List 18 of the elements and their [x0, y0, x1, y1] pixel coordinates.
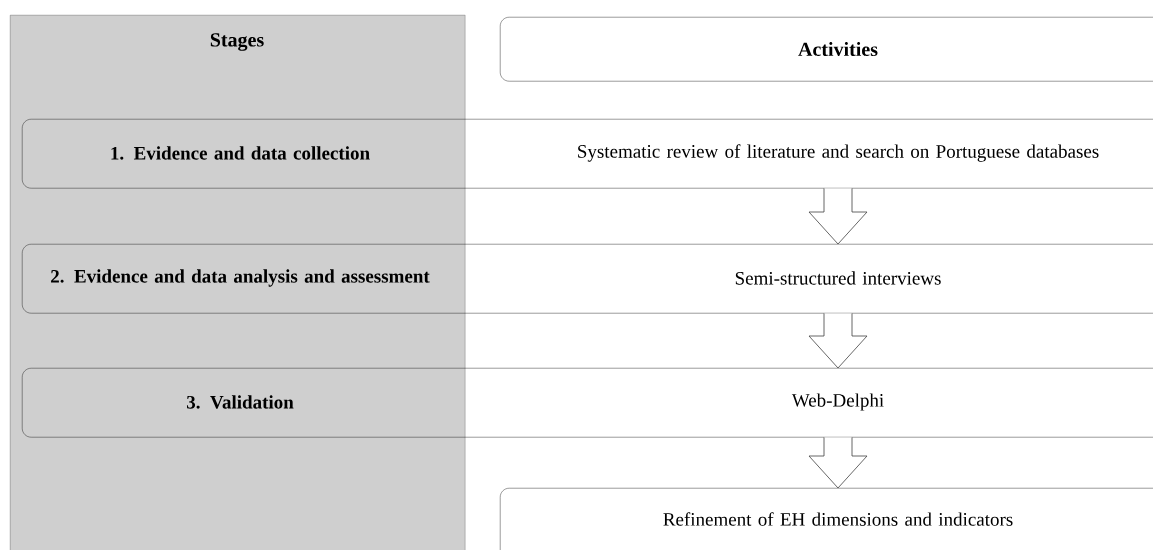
box-text: Activities — [798, 41, 878, 57]
stage-row — [22, 368, 1153, 438]
activity-text: Web-Delphi — [791, 393, 884, 411]
activity-text: Systematic review of literature and search on Portuguese databases — [578, 144, 1099, 162]
block-arrow — [808, 313, 868, 369]
block-arrow — [808, 437, 868, 489]
activity-box — [500, 17, 1153, 82]
column-heading: Stages — [210, 33, 264, 51]
column-panel — [10, 15, 466, 550]
activity-box — [500, 488, 1153, 550]
activity-text: Semi-structured interviews — [735, 271, 941, 285]
stage-row — [22, 244, 1153, 314]
stage-label: 1. Evidence and data collection — [111, 146, 370, 160]
box-text: Refinement of EH dimensions and indicators — [663, 512, 1013, 526]
block-arrow — [808, 188, 868, 245]
stage-row — [22, 119, 1153, 189]
stage-label: 3. Validation — [186, 395, 294, 409]
stage-label: 2. Evidence and data analysis and assessment — [51, 269, 430, 287]
